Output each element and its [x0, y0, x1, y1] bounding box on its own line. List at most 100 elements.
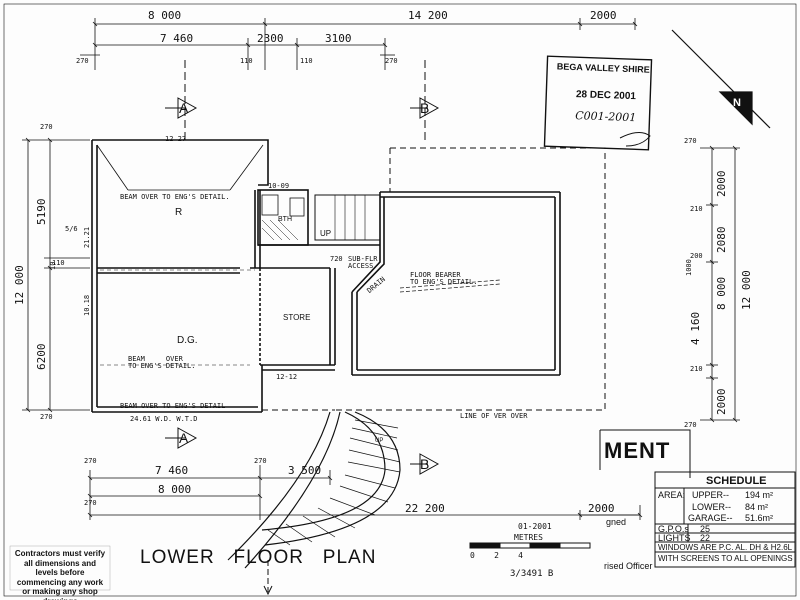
left-dimensions — [22, 137, 90, 413]
section-marker-b-bottom: B — [420, 456, 430, 472]
left-dim-3: 6200 — [35, 343, 48, 371]
annotation-width-top: 12 27 — [165, 135, 187, 143]
annotation-subfloor: SUB-FLR ACCESS — [348, 255, 378, 270]
annotation-code-1009: 10-09 — [268, 182, 290, 190]
bottom-dim-5: 2000 — [588, 502, 615, 515]
annotation-code-1212: 12-12 — [276, 373, 298, 381]
top-dim-2: 14 200 — [408, 9, 448, 22]
annotation-code-2461: 24.61 W.D. W.T.D — [130, 415, 198, 423]
schedule-lights-label: LIGHTS — [658, 533, 691, 543]
approval-box — [599, 429, 691, 478]
schedule-lower-value: 84 m² — [745, 502, 769, 512]
bottom-spacing-3: 270 — [84, 499, 97, 507]
annotation-beam-bottom: BEAM OVER TO ENG'S DETAIL — [120, 402, 226, 410]
right-dim-6: 2000 — [715, 388, 728, 416]
top-spacing-4: 270 — [385, 57, 398, 65]
left-spacing-4: 5/6 — [65, 225, 78, 233]
top-dim-4: 7 460 — [160, 32, 194, 45]
stamp-date: 28 DEC 2001 — [575, 89, 637, 103]
bottom-dimensions — [87, 465, 643, 520]
approval-partial-title: MENT — [604, 438, 671, 463]
schedule-title: SCHEDULE — [706, 475, 767, 487]
room-store: STORE — [283, 313, 311, 322]
bath-hatch — [261, 219, 299, 241]
annotation-mid-1000: 1000 — [685, 259, 693, 276]
section-marker-a-bottom: A — [179, 430, 189, 446]
room-bath: BTH — [278, 216, 292, 223]
annotation-code-720: 720 — [330, 255, 343, 263]
annotation-code-2121: 21.21 — [83, 226, 91, 248]
stamp-council: BEGA VALLEY SHIRE — [556, 61, 650, 75]
sheet-border — [3, 3, 797, 597]
drawing-title: LOWER FLOOR PLAN — [140, 547, 377, 568]
right-dimensions — [700, 145, 740, 423]
schedule-lower-label: LOWER-- — [692, 502, 731, 512]
left-spacing-1: 270 — [40, 123, 53, 131]
right-spacing-4: 210 — [690, 365, 703, 373]
left-dim-2: 5190 — [35, 198, 48, 226]
bottom-spacing-1: 270 — [84, 457, 97, 465]
top-dimensions — [80, 18, 638, 70]
top-dim-5: 2300 — [257, 32, 284, 45]
bottom-dim-2: 3 500 — [288, 464, 322, 477]
schedule-upper-label: UPPER-- — [692, 490, 730, 500]
section-markers — [165, 60, 440, 596]
scale-bar — [469, 542, 591, 549]
schedule-table — [654, 471, 796, 568]
garage-walls — [351, 191, 561, 376]
right-spacing-1: 270 — [684, 137, 697, 145]
contractor-note: Contractors must verify all dimensions a… — [14, 549, 106, 600]
left-spacing-3: 270 — [40, 413, 53, 421]
curved-stair — [227, 411, 401, 569]
left-dim-1: 12 000 — [13, 265, 26, 305]
bottom-dim-4: 22 200 — [405, 502, 445, 515]
schedule-gpo-value: 25 — [700, 524, 711, 534]
schedule-lights-value: 22 — [700, 533, 711, 543]
scale-ticks: 0 2 4 — [470, 551, 523, 560]
scale-label: METRES — [514, 533, 543, 542]
right-dim-2: 2000 — [715, 170, 728, 198]
scale-date: 01-2001 — [518, 522, 552, 531]
schedule-windows: WINDOWS ARE P.C. AL. DH & H2.6L — [658, 543, 793, 552]
annotation-line-of-ver: LINE OF VER OVER — [460, 412, 528, 420]
approval-signed: gned — [606, 517, 627, 527]
top-dim-3: 2000 — [590, 9, 617, 22]
stamp-ref: C001-2001 — [574, 109, 637, 125]
room-up: UP — [320, 229, 332, 238]
top-spacing-1: 270 — [76, 57, 89, 65]
annotation-beam-top: BEAM OVER TO ENG'S DETAIL. — [120, 193, 230, 201]
room-dg: D.G. — [177, 335, 198, 346]
council-stamp: BEGA VALLEY SHIRE 28 DEC 2001 C001-2001 — [555, 61, 650, 125]
right-dim-4: 8 000 — [715, 276, 728, 310]
scale-ref: 3/3491 B — [510, 569, 554, 579]
top-dim-1: 8 000 — [148, 9, 182, 22]
schedule-gpo-label: G.P.O.s — [658, 524, 689, 534]
bottom-spacing-2: 270 — [254, 457, 267, 465]
schedule-garage-value: 51.6m² — [745, 513, 774, 523]
right-dim-5: 4 160 — [689, 311, 702, 345]
room-up-stair: UP — [375, 438, 384, 444]
bottom-dim-1: 7 460 — [155, 464, 189, 477]
schedule-screens: WITH SCREENS TO ALL OPENINGS — [658, 554, 793, 563]
right-spacing-2: 210 — [690, 205, 703, 213]
section-marker-a-top: A — [179, 100, 189, 116]
upper-floor-outline — [262, 147, 606, 411]
top-spacing-2: 110 — [240, 57, 253, 65]
annotation-beam-dg: BEAM OVER TO ENG'S DETAIL. — [128, 355, 196, 370]
north-arrow — [671, 29, 771, 129]
right-spacing-5: 270 — [684, 421, 697, 429]
top-spacing-3: 110 — [300, 57, 313, 65]
schedule-area-label: AREA: — [658, 490, 686, 500]
top-dim-6: 3100 — [325, 32, 352, 45]
schedule-upper-value: 194 m² — [745, 490, 774, 500]
left-spacing-2: 110 — [52, 259, 65, 267]
right-dim-3: 2080 — [715, 226, 728, 254]
north-label: N — [733, 97, 741, 109]
annotation-code-1018: 10.18 — [83, 294, 91, 316]
lower-floor-walls — [91, 139, 381, 413]
section-marker-b-top: B — [420, 100, 430, 116]
room-r: R — [175, 207, 183, 218]
bottom-dim-3: 8 000 — [158, 483, 192, 496]
